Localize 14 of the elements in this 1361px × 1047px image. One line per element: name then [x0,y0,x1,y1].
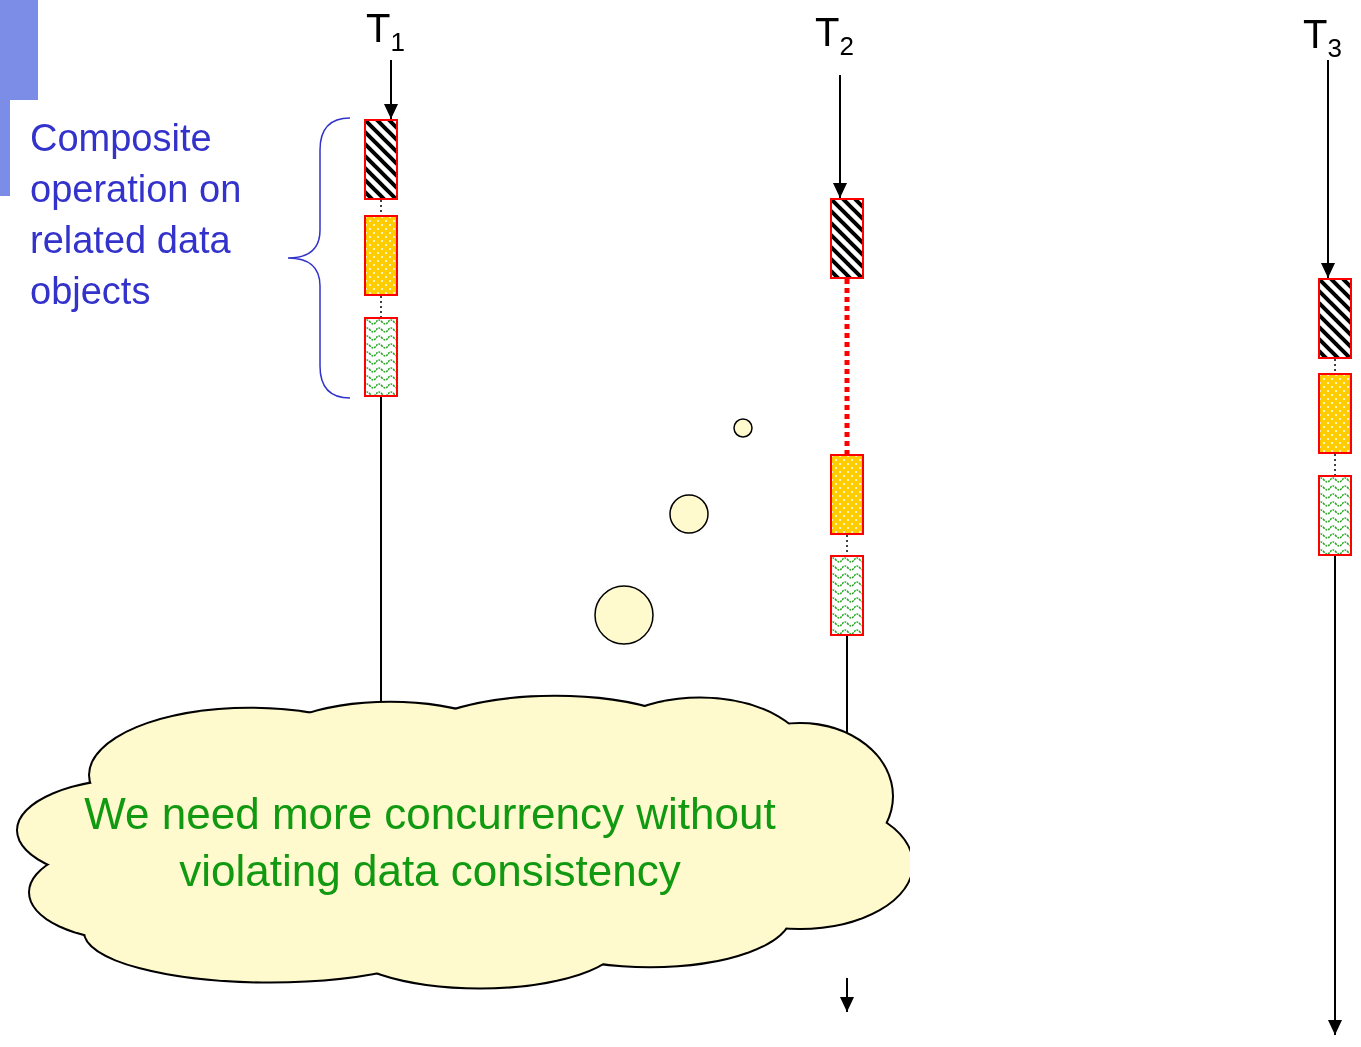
arrow [384,59,398,120]
arrow [833,74,847,199]
annotation-text: Composite operation on related data objects [30,116,243,314]
arrow [840,977,854,1013]
dotted-line [380,295,382,318]
dotted-line [844,279,850,454]
dotted-line [1334,453,1336,476]
thread-label: T$_{1}$ [366,4,405,66]
cloud-text: We need more concurrency without violating data consistency [83,788,777,897]
arrow [1328,555,1342,1036]
thread-label: T$_{2}$ [815,8,854,70]
arrow [1321,59,1335,279]
dotted-line [1334,358,1336,374]
thread-label: T$_{3}$ [1303,10,1342,72]
